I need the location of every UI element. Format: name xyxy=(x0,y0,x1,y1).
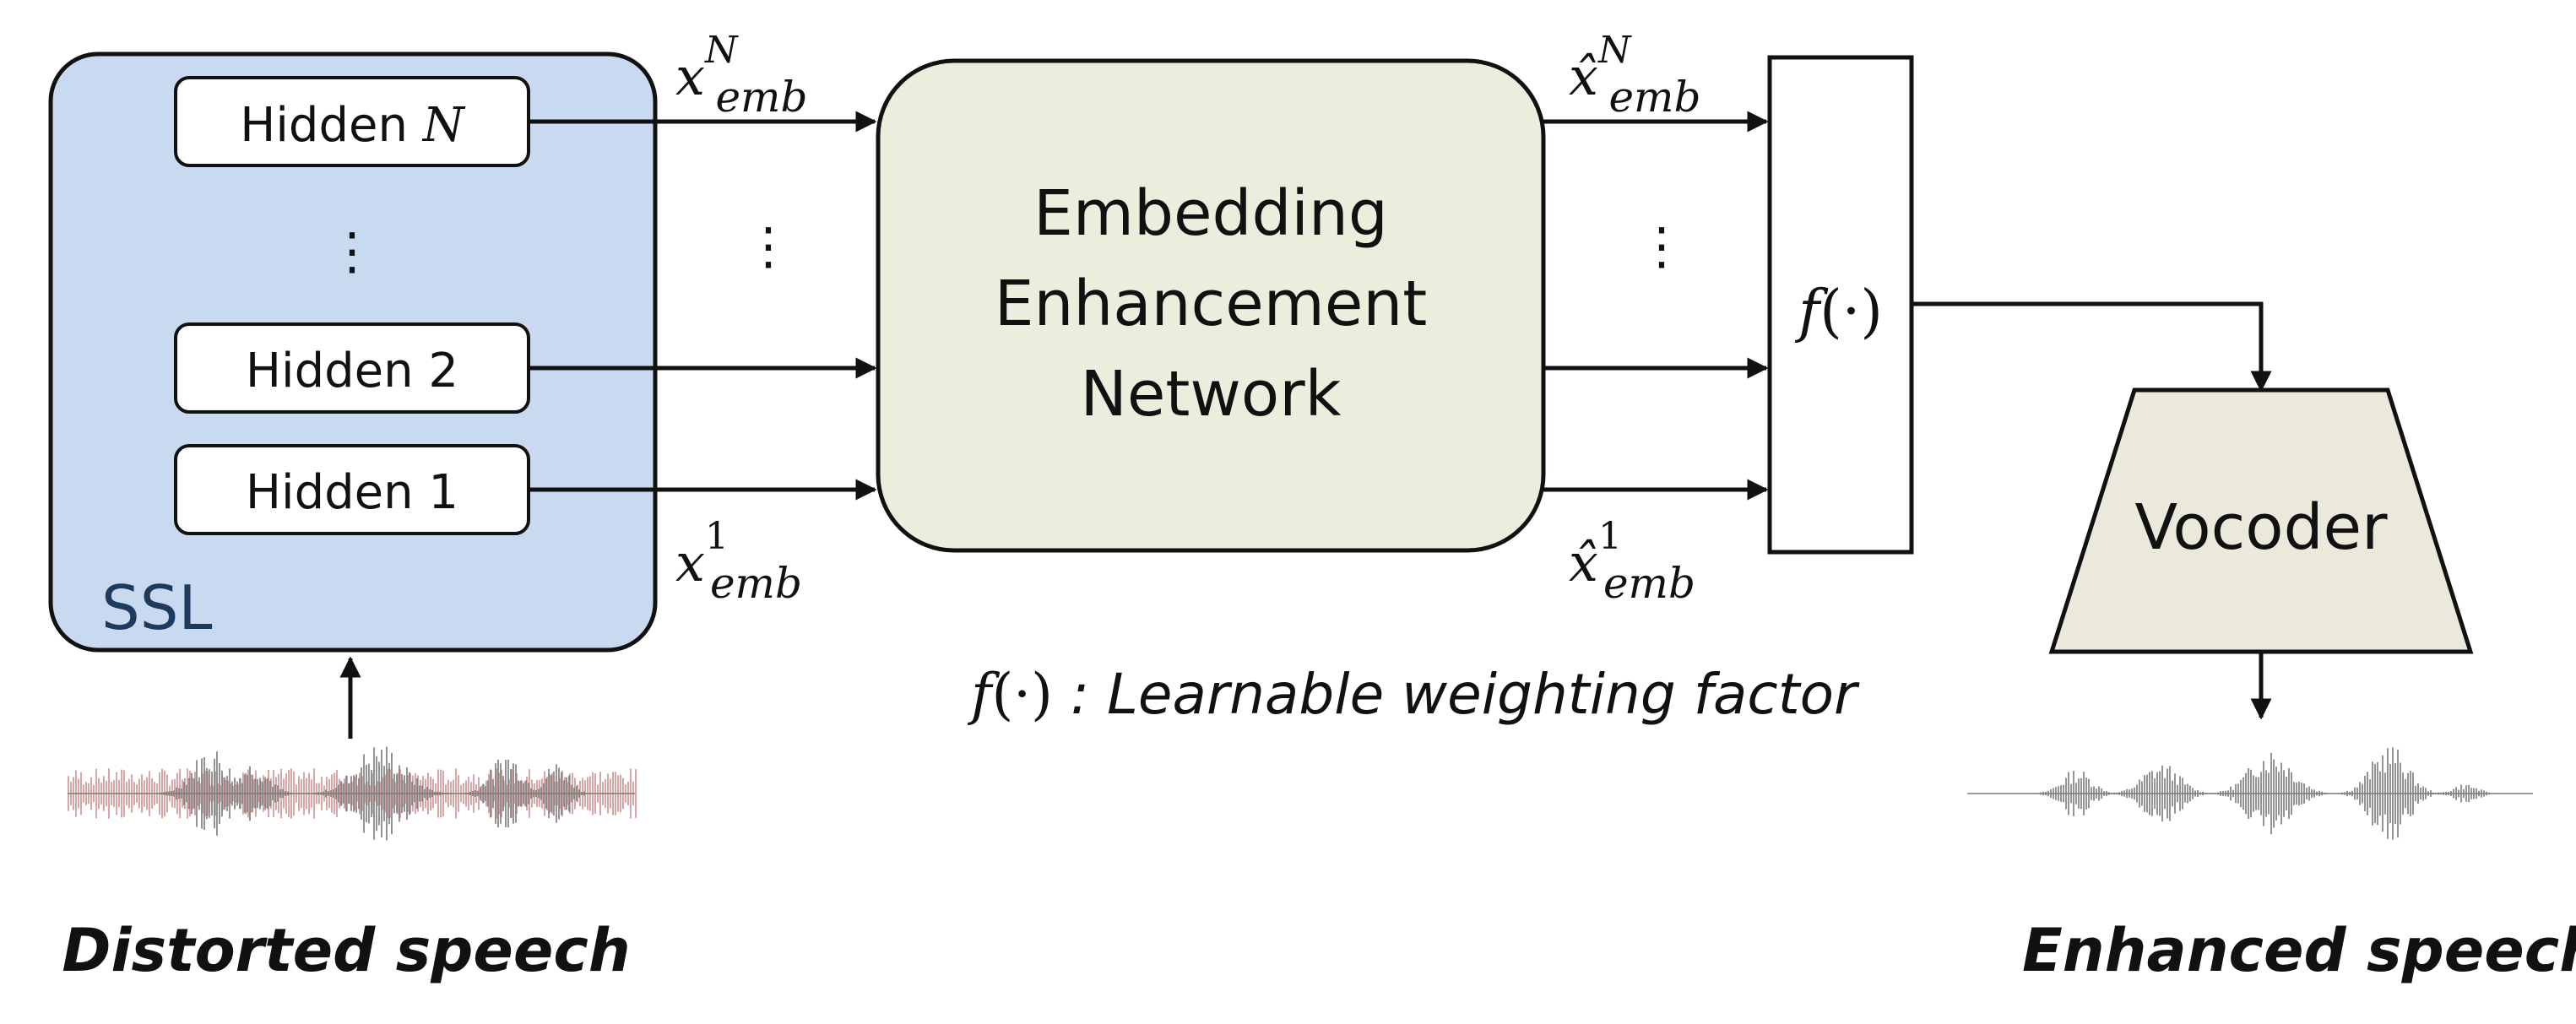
output-ellipsis: ⋮ xyxy=(1636,217,1687,276)
hidden-n-symbol: N xyxy=(421,98,466,153)
legend-arg: (·) xyxy=(991,662,1052,727)
ssl-ellipsis: ⋮ xyxy=(327,222,377,281)
output-caption: Enhanced speech xyxy=(2022,916,2576,985)
weighting-legend: f(·) : Learnable weighting factor xyxy=(967,662,1860,727)
embedding-enhancement-network: Embedding Enhancement Network xyxy=(876,58,1546,553)
hidden-layer-1: Hidden 1 xyxy=(174,444,530,535)
hidden-n-label: Hidden xyxy=(240,98,423,153)
input-caption: Distorted speech xyxy=(62,916,630,985)
weighting-factor-box: f(·) xyxy=(1767,55,1914,555)
vocoder-block: Vocoder xyxy=(2048,387,2474,654)
network-label-line2: Enhancement xyxy=(995,268,1428,340)
ssl-label: SSL xyxy=(101,572,213,643)
ssl-block: SSL Hidden N ⋮ Hidden 2 Hidden 1 xyxy=(48,51,658,653)
network-label-line1: Embedding xyxy=(1033,177,1388,250)
hidden-1-label: Hidden 1 xyxy=(246,465,458,520)
svg-text:Hidden N: Hidden N xyxy=(240,98,466,153)
weighting-box-arg: (·) xyxy=(1819,279,1883,345)
svg-text:f(·): f(·) xyxy=(1794,279,1883,345)
legend-description: : Learnable weighting factor xyxy=(1053,662,1860,727)
hidden-layer-2: Hidden 2 xyxy=(174,322,530,414)
network-label-line3: Network xyxy=(1081,358,1342,431)
hidden-2-label: Hidden 2 xyxy=(246,344,458,398)
arrow-to-vocoder xyxy=(1912,301,2272,393)
distorted-waveform-image xyxy=(68,746,637,841)
enhanced-waveform-image xyxy=(1967,747,2533,840)
hidden-layer-n: Hidden N xyxy=(174,76,530,167)
input-ellipsis: ⋮ xyxy=(743,217,794,276)
vocoder-label: Vocoder xyxy=(2134,491,2388,564)
